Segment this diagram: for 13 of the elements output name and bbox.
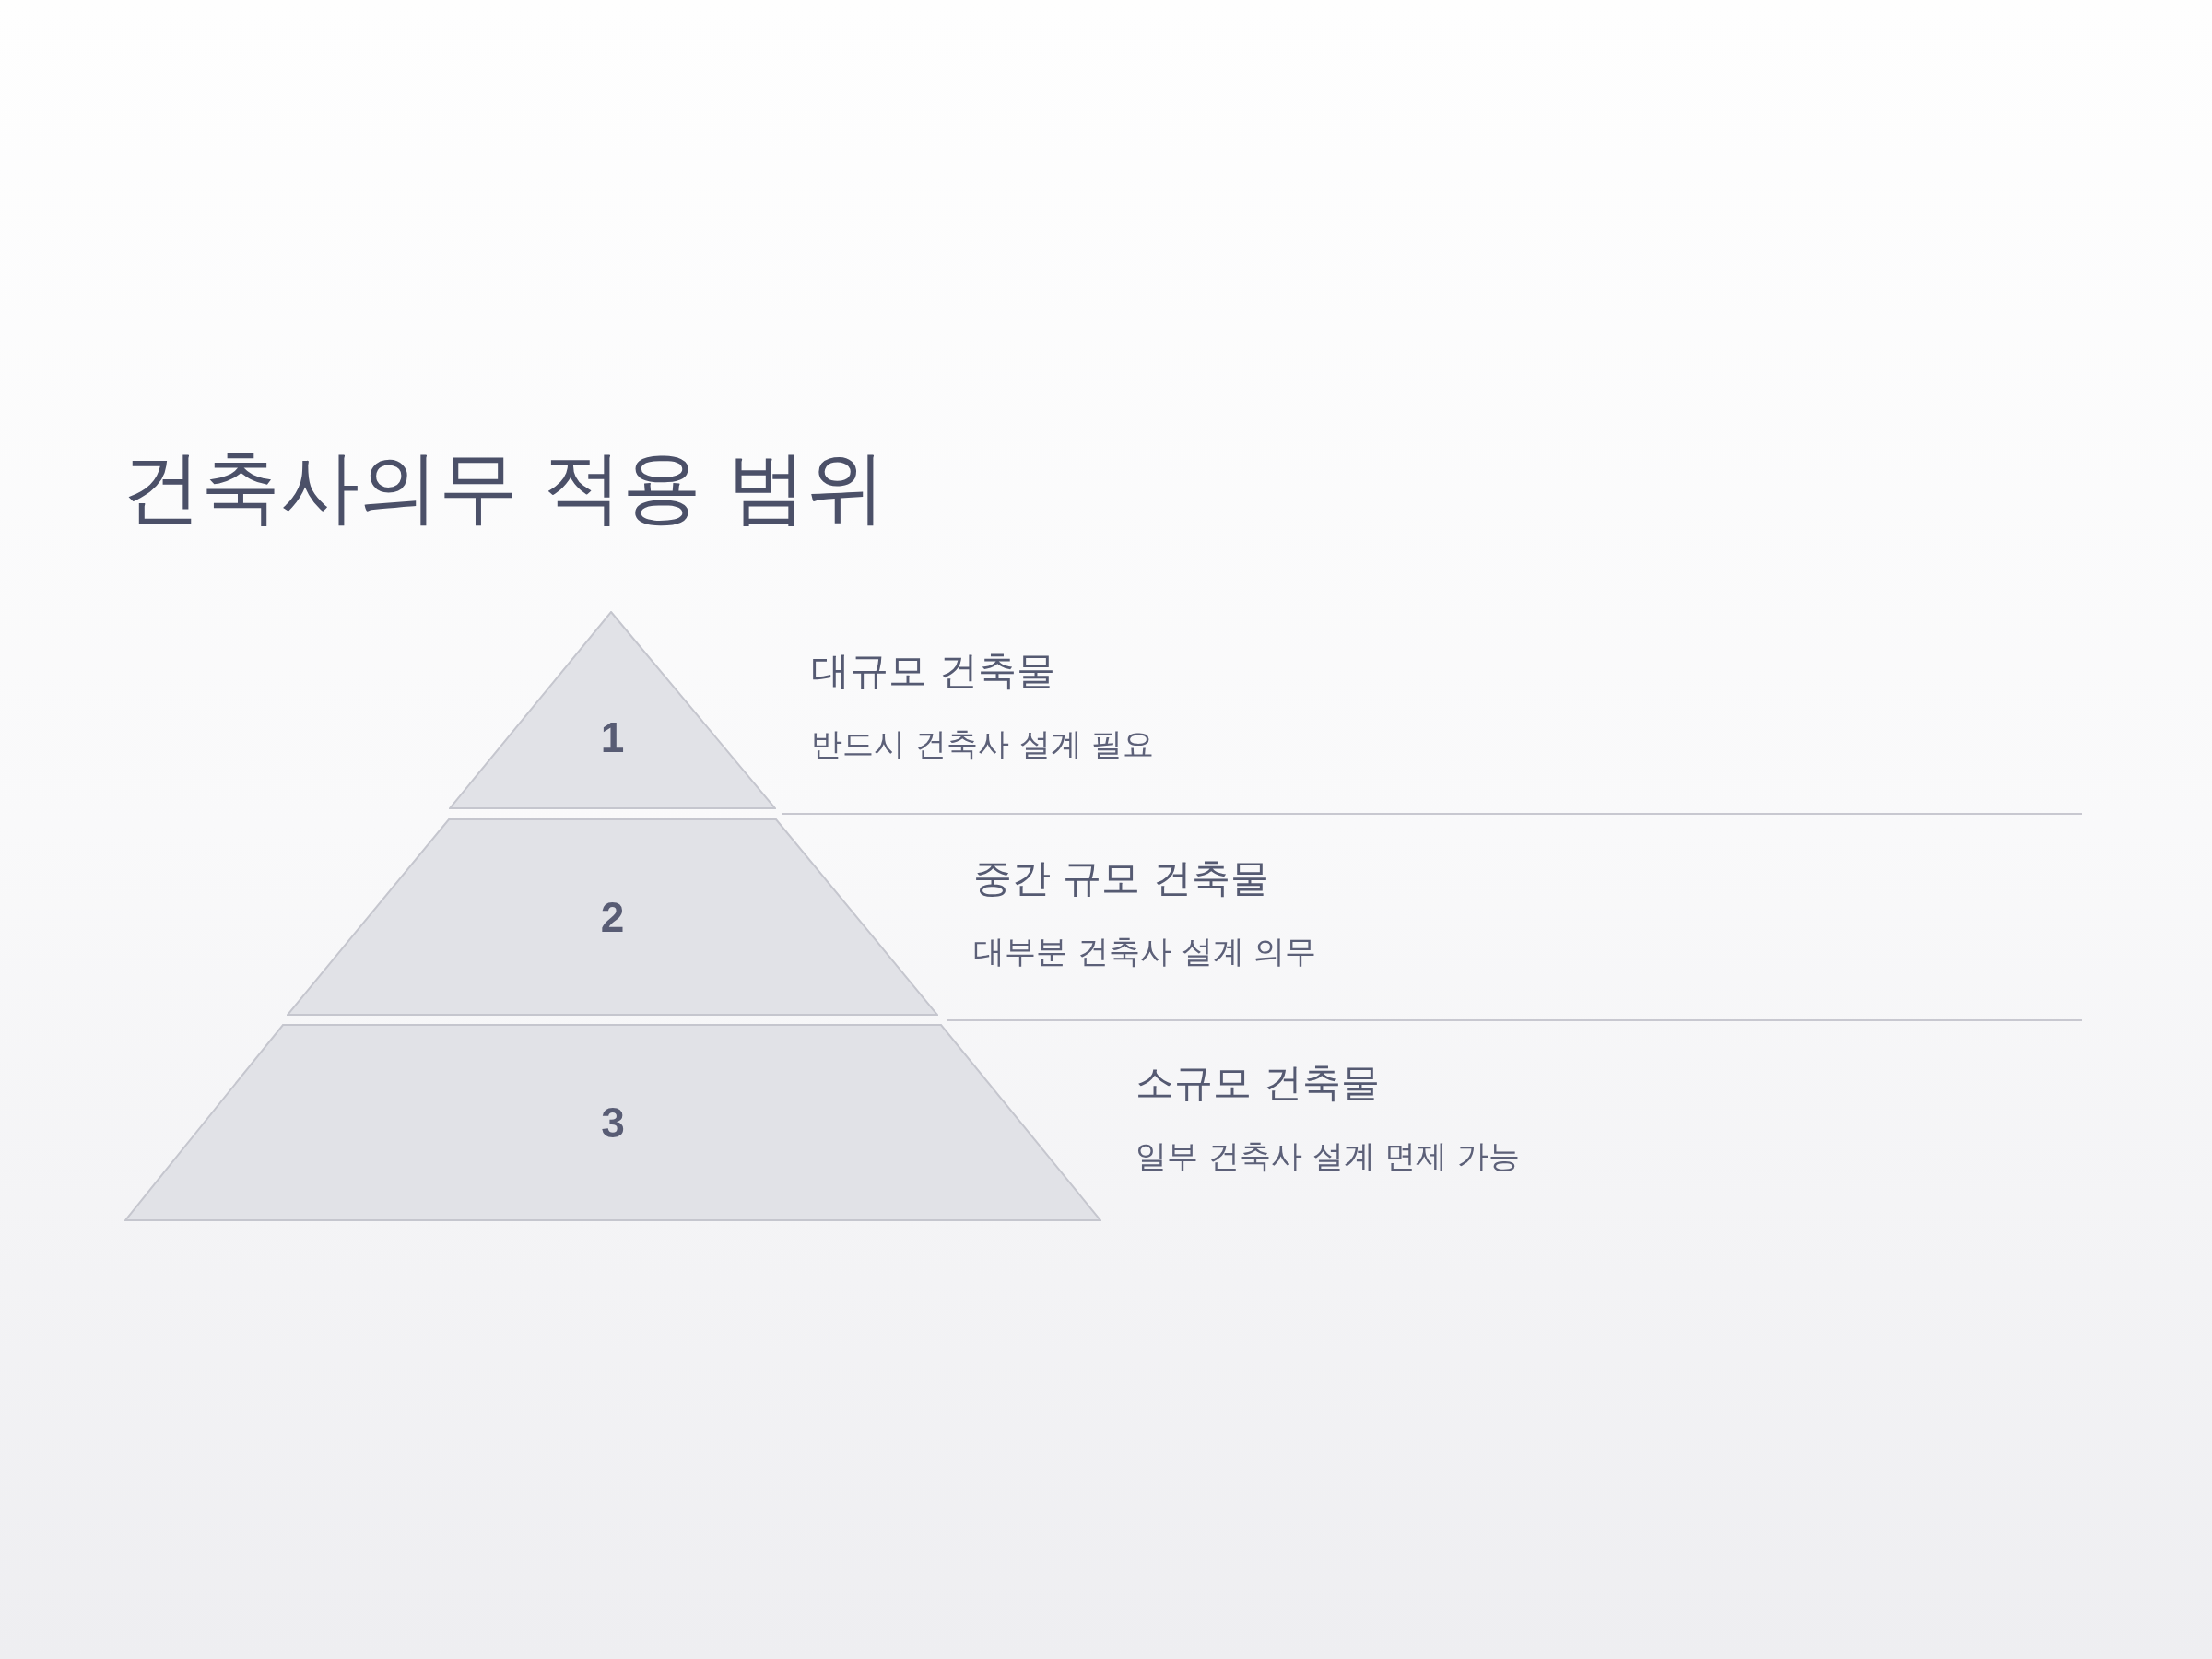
- tier-description: 대부분 건축사 설계 의무: [973, 933, 1317, 971]
- tier-heading: 대규모 건축물: [811, 648, 1057, 695]
- pyramid-tier: [287, 818, 938, 1016]
- tier-description: 반드시 건축사 설계 필요: [811, 725, 1155, 764]
- tier-heading: 소규모 건축물: [1135, 1060, 1382, 1107]
- title: 건축사의무 적용 범위: [122, 441, 886, 533]
- tier-heading: 중간 규모 건축물: [973, 855, 1270, 902]
- tier-number: 2: [600, 896, 625, 938]
- pyramid-tier: [124, 1024, 1101, 1221]
- tier-number: 3: [601, 1101, 625, 1144]
- tier-description: 일부 건축사 설계 면제 가능: [1135, 1137, 1521, 1176]
- pyramid-tier: [449, 611, 776, 809]
- tier-number: 1: [600, 716, 625, 759]
